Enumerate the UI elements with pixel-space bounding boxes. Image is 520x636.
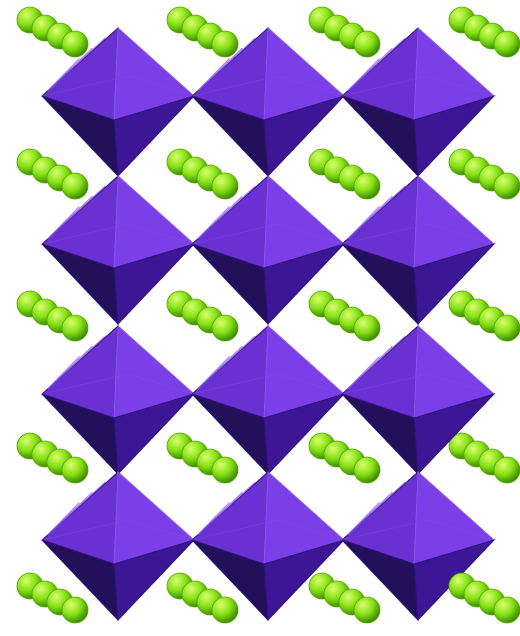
atom-sphere xyxy=(62,315,88,341)
atom-sphere xyxy=(212,31,238,57)
atom-sphere xyxy=(62,597,88,623)
atom-sphere xyxy=(494,173,520,199)
atom-sphere xyxy=(354,457,380,483)
atom-sphere xyxy=(494,597,520,623)
atom-sphere xyxy=(62,173,88,199)
atom-sphere xyxy=(494,315,520,341)
atom-sphere xyxy=(494,457,520,483)
atom-sphere xyxy=(494,31,520,57)
atom-sphere xyxy=(212,173,238,199)
atom-sphere xyxy=(354,315,380,341)
atom-sphere xyxy=(354,597,380,623)
atom-sphere xyxy=(212,457,238,483)
atom-sphere xyxy=(212,597,238,623)
atom-sphere xyxy=(212,315,238,341)
atom-sphere xyxy=(62,31,88,57)
atom-sphere xyxy=(354,31,380,57)
atom-sphere xyxy=(62,457,88,483)
atom-sphere xyxy=(354,173,380,199)
